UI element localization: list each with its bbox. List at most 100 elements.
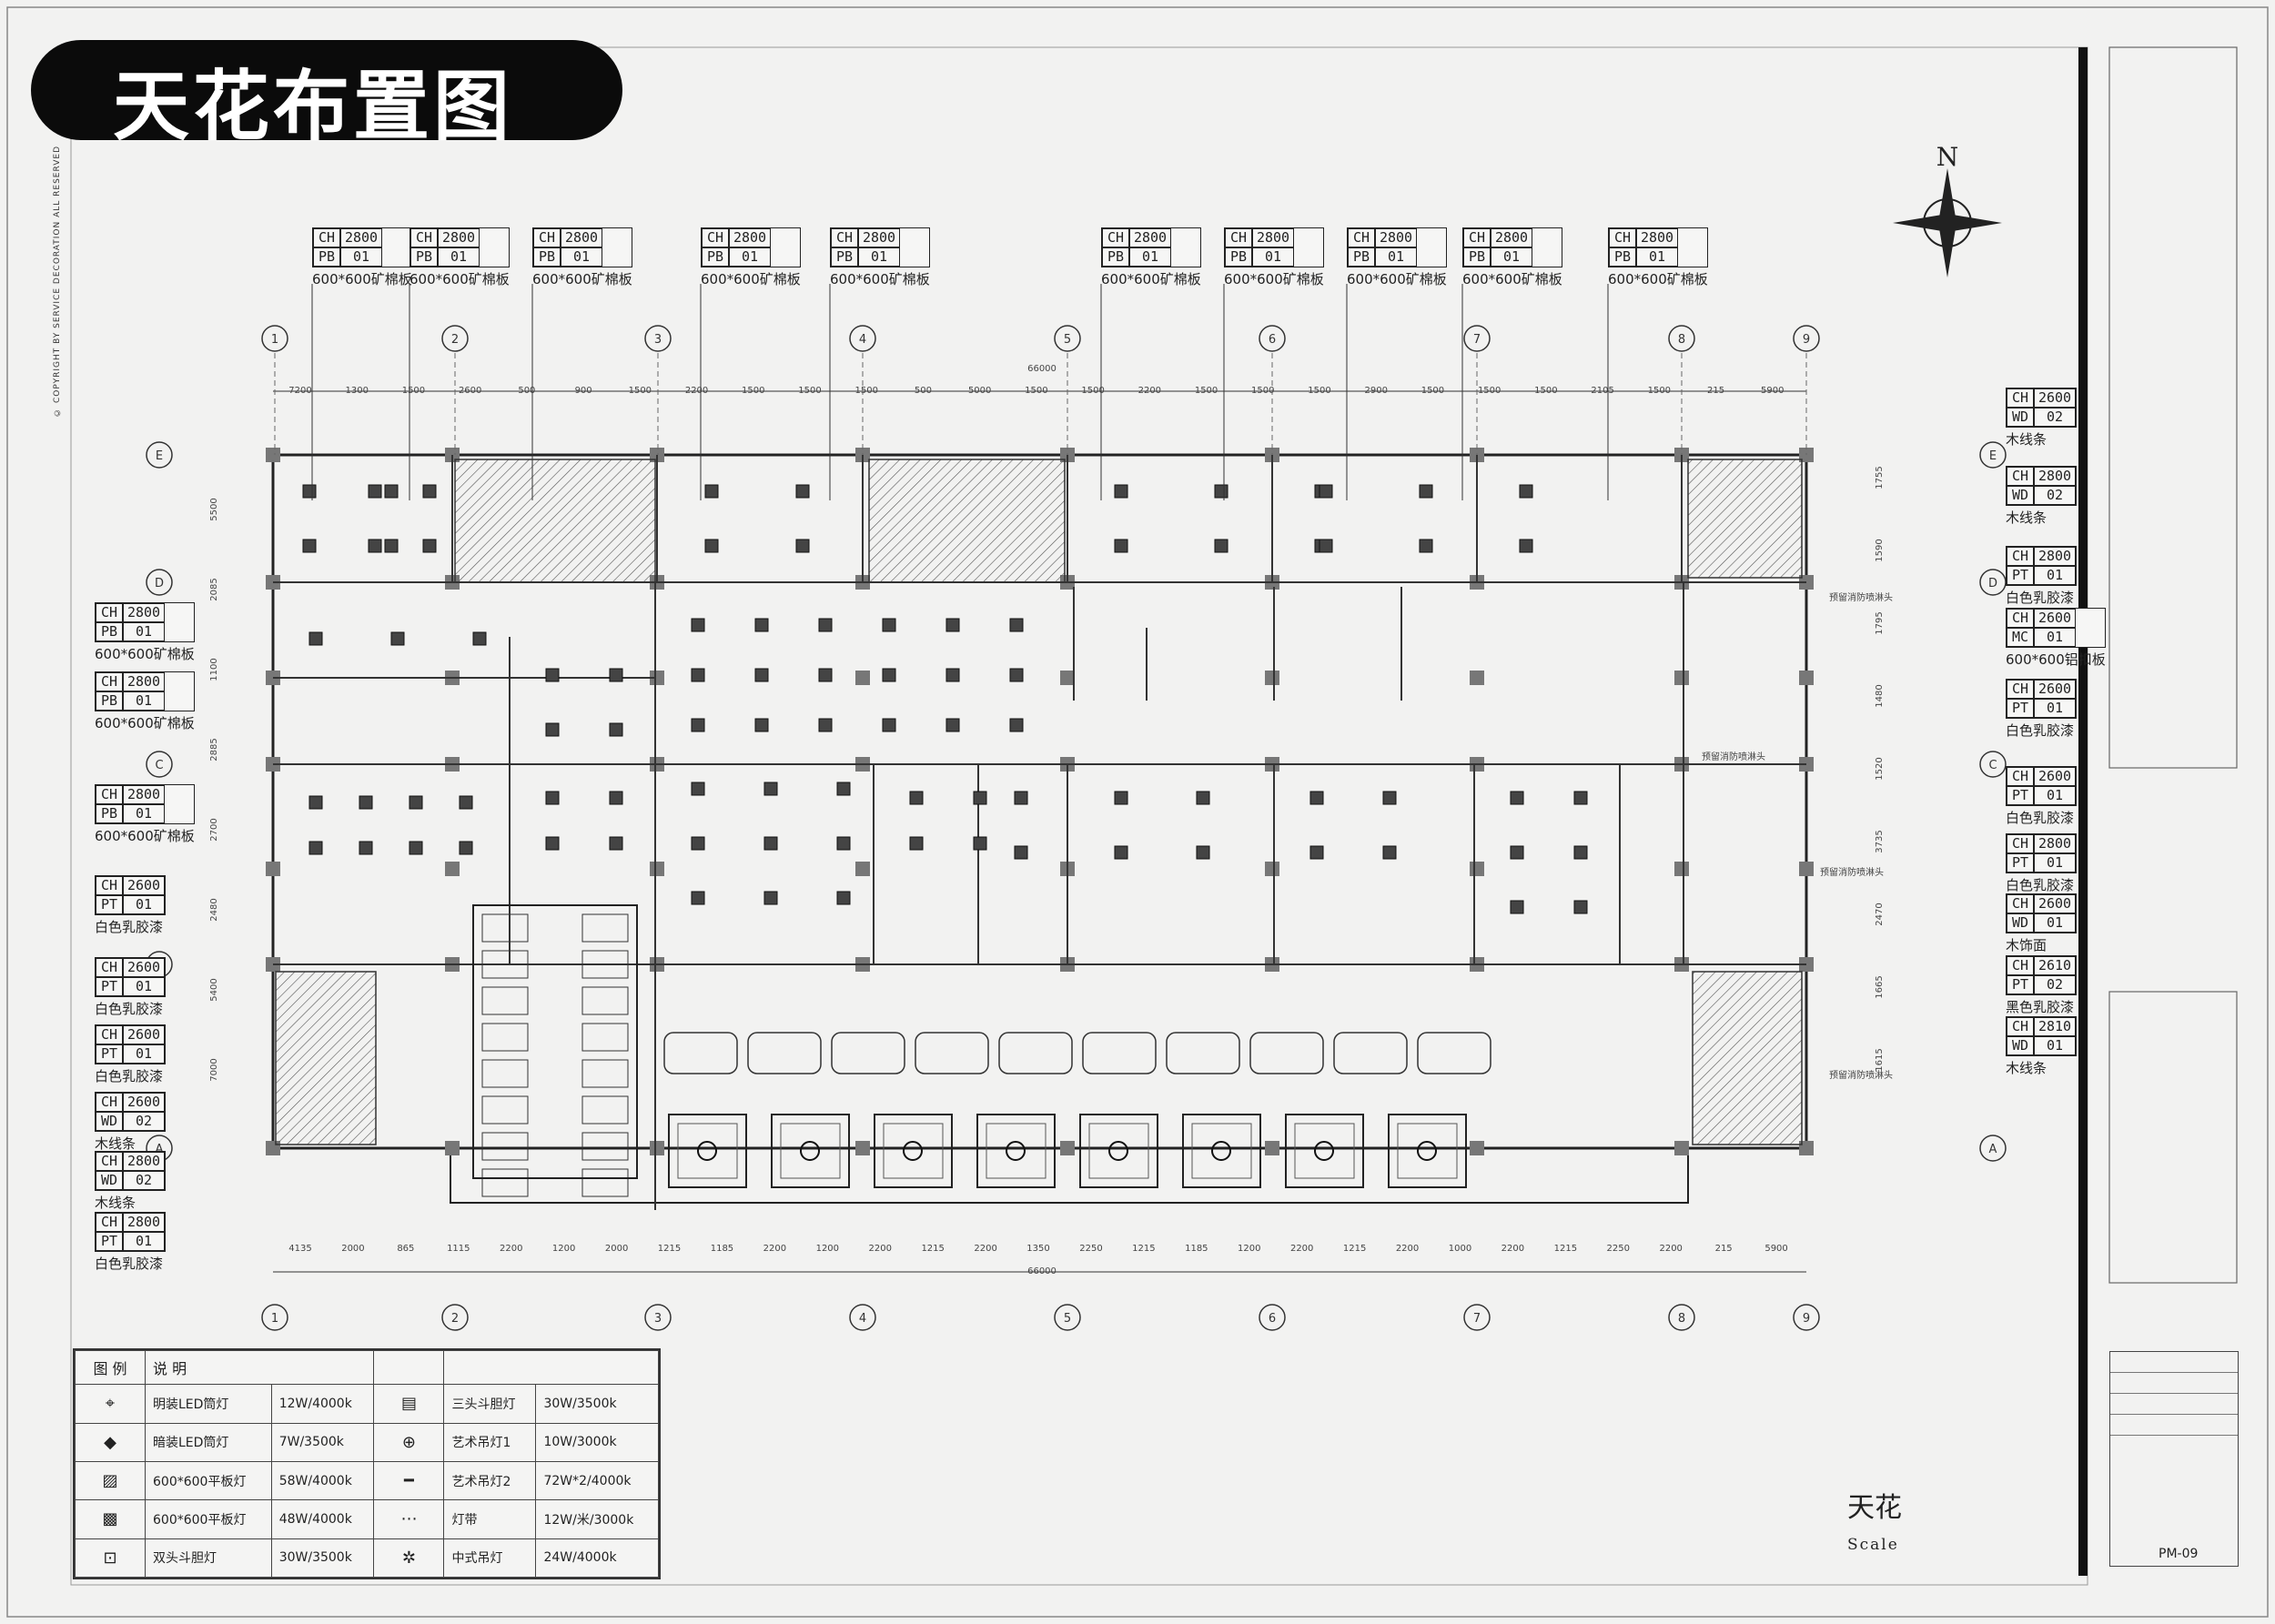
tag-code: PT xyxy=(96,895,123,914)
material-tag: CH 2810 WD 01 木线条 xyxy=(2006,1016,2077,1077)
legend-label: 600*600平板灯 xyxy=(145,1499,272,1539)
panel-light-fixture xyxy=(1009,668,1024,682)
axis-bubble-bottom xyxy=(1463,1304,1491,1331)
panel-light-fixture xyxy=(1519,539,1533,553)
tag-ch-value: 2610 xyxy=(2034,956,2076,975)
chandelier-room xyxy=(668,1114,747,1188)
tag-box: CH 2800 PT 01 xyxy=(95,1212,166,1252)
legend-spec: 30W/3500k xyxy=(535,1384,659,1424)
tag-note: 木饰面 xyxy=(2006,937,2048,953)
chandelier-room xyxy=(1079,1114,1158,1188)
legend-row: ▩ 600*600平板灯 48W/4000k⋯ 灯带 12W/米/3000k xyxy=(75,1499,659,1539)
tag-ch-value: 2800 xyxy=(438,228,480,247)
tag-ch-value: 2800 xyxy=(123,785,165,804)
tag-num: 01 xyxy=(2034,786,2076,805)
tag-box: CH 2800 PB 01 xyxy=(95,602,195,642)
tag-ch-value: 2600 xyxy=(2034,388,2076,408)
panel-light-fixture xyxy=(308,631,323,646)
panel-light-fixture xyxy=(1510,900,1524,914)
panel-light-fixture xyxy=(691,718,705,732)
grille-light xyxy=(481,950,529,979)
tag-note: 600*600矿棉板 xyxy=(95,646,195,662)
tag-box: CH 2800 PB 01 xyxy=(1224,227,1324,267)
dimension-text: 1520 xyxy=(1875,757,1885,780)
panel-light-fixture xyxy=(609,668,623,682)
tag-note: 600*600铝扣板 xyxy=(2006,651,2106,668)
dimension-text: 2480 xyxy=(209,898,219,921)
dimension-text: 865 xyxy=(397,1244,414,1254)
tag-ch-label: CH xyxy=(96,1152,123,1171)
panel-light-fixture xyxy=(390,631,405,646)
tag-box: CH 2800 WD 02 xyxy=(95,1151,166,1191)
panel-light-fixture xyxy=(754,618,769,632)
dimension-text: 1500 xyxy=(1081,386,1104,396)
grille-light xyxy=(581,1059,629,1088)
dimension-text: 215 xyxy=(1715,1244,1733,1254)
panel-light-58w-icon: ▨ xyxy=(75,1460,146,1501)
legend-spec: 10W/3000k xyxy=(535,1422,659,1462)
axis-label-side: A xyxy=(1989,1143,1997,1156)
tag-ch-value: 2800 xyxy=(123,1152,165,1171)
tag-note: 白色乳胶漆 xyxy=(95,1001,164,1017)
material-tag: CH 2600 PT 01 白色乳胶漆 xyxy=(2006,679,2077,740)
panel-light-fixture xyxy=(754,718,769,732)
dimension-text: 4135 xyxy=(288,1244,311,1254)
tag-box: CH 2600 PT 01 xyxy=(2006,679,2077,719)
tag-code: PT xyxy=(96,1044,123,1064)
tag-code: WD xyxy=(2007,408,2034,427)
column xyxy=(1674,862,1689,876)
tag-note: 600*600矿棉板 xyxy=(532,271,632,287)
tag-ch-label: CH xyxy=(2007,467,2034,486)
axis-bubble-bottom xyxy=(1259,1304,1286,1331)
north-arrow-cross xyxy=(1893,214,2002,232)
column xyxy=(1470,1141,1484,1155)
grille-light xyxy=(581,950,629,979)
axis-label-bottom: 2 xyxy=(451,1312,459,1326)
panel-light-fixture xyxy=(945,718,960,732)
dimension-text: 1185 xyxy=(711,1244,733,1254)
legend-row: ⊡ 双头斗胆灯 30W/3500k✲ 中式吊灯 24W/4000k xyxy=(75,1538,659,1579)
dimension-text: 1500 xyxy=(1648,386,1671,396)
grille-light xyxy=(481,986,529,1015)
tag-ch-label: CH xyxy=(2007,834,2034,853)
tag-ch-label: CH xyxy=(831,228,858,247)
tag-box: CH 2800 PT 01 xyxy=(2006,833,2077,873)
dimension-text: 2470 xyxy=(1875,903,1885,925)
tag-ch-value: 2600 xyxy=(2034,767,2076,786)
column xyxy=(650,671,664,685)
panel-light-fixture xyxy=(1519,484,1533,499)
axis-label-top: 2 xyxy=(451,333,459,347)
tag-code: WD xyxy=(2007,486,2034,505)
tag-ch-label: CH xyxy=(2007,894,2034,913)
tag-code: PB xyxy=(831,247,858,267)
dimension-text: 1200 xyxy=(1238,1244,1260,1254)
dimension-text: 2200 xyxy=(500,1244,522,1254)
tag-ch-label: CH xyxy=(96,1093,123,1112)
panel-light-fixture xyxy=(1319,484,1333,499)
dimension-text: 2250 xyxy=(1607,1244,1630,1254)
panel-light-fixture xyxy=(422,539,437,553)
tag-code: PB xyxy=(533,247,561,267)
tag-ch-label: CH xyxy=(533,228,561,247)
tag-note: 木线条 xyxy=(2006,509,2048,526)
tag-note: 白色乳胶漆 xyxy=(2006,722,2075,739)
chandelier-room xyxy=(1182,1114,1261,1188)
tag-note: 600*600矿棉板 xyxy=(701,271,801,287)
sheet-number: PM-09 xyxy=(2159,1547,2199,1561)
dimension-text: 2200 xyxy=(1659,1244,1682,1254)
axis-bubble-bottom xyxy=(849,1304,876,1331)
dimension-text: 5000 xyxy=(968,386,991,396)
axis-label-top: 9 xyxy=(1803,333,1810,347)
tag-ch-value: 2600 xyxy=(2034,894,2076,913)
chandelier-symbol xyxy=(697,1141,717,1161)
material-tag: CH 2800 PT 01 白色乳胶漆 xyxy=(2006,833,2077,894)
panel-light-fixture xyxy=(704,539,719,553)
dimension-text: 2600 xyxy=(459,386,481,396)
dimension-text: 1215 xyxy=(1343,1244,1366,1254)
tag-num: 01 xyxy=(2034,853,2076,873)
column xyxy=(1265,671,1279,685)
tag-box: CH 2600 PT 01 xyxy=(95,875,166,915)
column xyxy=(1470,862,1484,876)
panel-light-fixture xyxy=(795,484,810,499)
